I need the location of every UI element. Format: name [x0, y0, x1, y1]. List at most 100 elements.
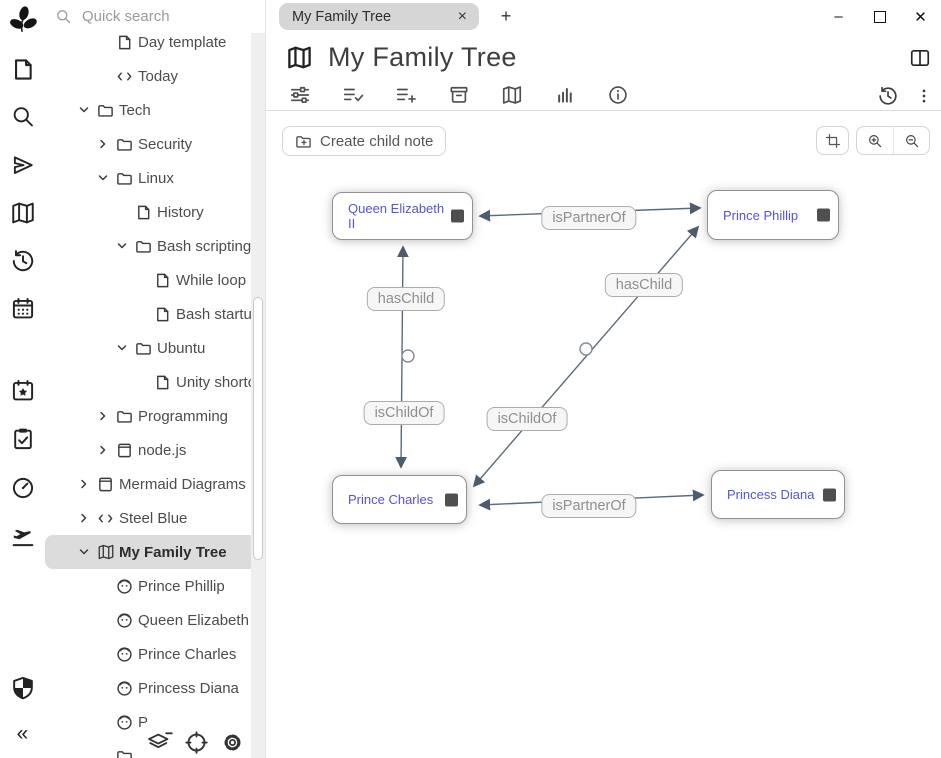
sidebar-item-tech[interactable]: Tech [45, 93, 251, 127]
basic-properties-icon[interactable] [342, 84, 364, 106]
sidebar-item-nodejs[interactable]: node.js [45, 433, 251, 467]
folder-icon [116, 170, 138, 187]
relation-map-icon[interactable] [501, 84, 523, 106]
sidebar-item-prince-charles[interactable]: Prince Charles [45, 637, 251, 671]
relation-map-edges [395, 202, 705, 511]
book-icon [97, 476, 119, 493]
map-node-prince-phillip[interactable]: Prince Phillip [707, 190, 839, 240]
travel-icon[interactable] [10, 523, 36, 549]
node-resize-handle[interactable] [823, 488, 836, 501]
relation-label[interactable]: isChildOf [363, 401, 445, 425]
chevron-right-icon[interactable] [78, 512, 97, 524]
close-button[interactable]: ✕ [914, 8, 927, 26]
map-icon [286, 44, 313, 71]
sidebar-item-princess-diana[interactable]: Princess Diana [45, 671, 251, 705]
relation-label[interactable]: isPartnerOf [541, 206, 637, 230]
jump-to-note-icon[interactable] [10, 153, 35, 178]
node-resize-handle[interactable] [451, 209, 464, 223]
ribbon-tabs [266, 80, 941, 111]
new-note-icon[interactable] [10, 57, 35, 82]
edge-midpoint[interactable] [579, 342, 593, 356]
search-icon[interactable] [10, 104, 35, 129]
more-menu-icon[interactable] [915, 87, 933, 105]
sidebar-item-while-loop[interactable]: While loop [45, 263, 251, 297]
sidebar-item-unity-shortcuts[interactable]: Unity shortc [45, 365, 251, 399]
tasks-icon[interactable] [10, 426, 36, 452]
tune-options-icon[interactable] [289, 84, 311, 106]
sidebar-item-security[interactable]: Security [45, 127, 251, 161]
open-map-icon[interactable] [10, 200, 36, 226]
tab-close-icon[interactable]: × [457, 7, 467, 25]
tab-my-family-tree[interactable]: My Family Tree × [279, 3, 479, 30]
collapse-sidebar-icon[interactable]: « [16, 722, 29, 745]
quick-search-input[interactable] [80, 7, 230, 26]
sidebar-item-queen-elizabeth[interactable]: Queen Elizabeth [45, 603, 251, 637]
note-info-icon[interactable] [554, 84, 576, 106]
protected-session-icon[interactable] [10, 675, 36, 701]
zoom-in-button[interactable] [856, 126, 893, 155]
sidebar-item-prince-phillip[interactable]: Prince Phillip [45, 569, 251, 603]
sidebar-item-day-template[interactable]: Day template [45, 25, 251, 59]
launcher-bar: « [0, 0, 45, 758]
maximize-button[interactable] [859, 0, 900, 33]
map-node-princess-diana[interactable]: Princess Diana [711, 470, 845, 519]
tree-scrollbar[interactable] [251, 33, 265, 758]
collapse-subtree-icon[interactable] [146, 730, 173, 755]
sidebar-item-steel-blue[interactable]: Steel Blue [45, 501, 251, 535]
create-child-note-button[interactable]: Create child note [282, 126, 447, 156]
sidebar-item-bash-scripting[interactable]: Bash scripting [45, 229, 251, 263]
folder-icon [116, 748, 138, 758]
tree-settings-icon[interactable] [220, 730, 245, 755]
zoom-controls [856, 126, 930, 155]
split-pane-icon[interactable] [909, 47, 931, 69]
reset-pan-zoom-button[interactable] [816, 126, 849, 155]
map-node-prince-charles[interactable]: Prince Charles [332, 475, 467, 524]
book-properties-icon[interactable] [448, 84, 470, 106]
sidebar-item-ubuntu[interactable]: Ubuntu [45, 331, 251, 365]
sidebar-item-history[interactable]: History [45, 195, 251, 229]
info-icon[interactable] [607, 84, 629, 106]
chevron-down-icon[interactable] [116, 342, 135, 354]
dashboard-icon[interactable] [10, 475, 36, 501]
chevron-down-icon[interactable] [116, 240, 135, 252]
main-panel: My Family Tree × + – ✕ My Family Tree Cr… [265, 0, 941, 758]
new-tab-button[interactable]: + [500, 6, 512, 26]
zoom-out-button[interactable] [893, 126, 930, 155]
relation-label[interactable]: isPartnerOf [541, 494, 637, 518]
sidebar-item-programming[interactable]: Programming [45, 399, 251, 433]
note-header: My Family Tree [286, 38, 517, 76]
person-icon [116, 714, 138, 731]
chevron-right-icon[interactable] [97, 444, 116, 456]
sidebar-item-today[interactable]: Today [45, 59, 251, 93]
owned-attributes-icon[interactable] [395, 84, 417, 106]
tree-scrollbar-thumb[interactable] [253, 297, 263, 560]
recent-changes-icon[interactable] [10, 248, 36, 274]
chevron-right-icon[interactable] [97, 410, 116, 422]
note-icon [135, 204, 157, 221]
chevron-right-icon[interactable] [78, 478, 97, 490]
relation-label[interactable]: isChildOf [486, 407, 568, 431]
sidebar-item-truncated[interactable]: P [45, 705, 251, 739]
sidebar-item-mermaid-diagrams[interactable]: Mermaid Diagrams [45, 467, 251, 501]
bookmark-day-icon[interactable] [10, 378, 36, 404]
trilium-logo-icon[interactable] [7, 5, 38, 36]
scroll-to-active-note-icon[interactable] [184, 730, 209, 755]
chevron-down-icon[interactable] [78, 104, 97, 116]
calendar-icon[interactable] [10, 296, 36, 322]
minimize-button[interactable]: – [834, 8, 843, 25]
chevron-down-icon[interactable] [78, 546, 97, 558]
relation-label[interactable]: hasChild [604, 273, 684, 297]
sidebar-item-bash-startup[interactable]: Bash startu [45, 297, 251, 331]
chevron-right-icon[interactable] [97, 138, 116, 150]
chevron-down-icon[interactable] [97, 172, 116, 184]
edge-midpoint[interactable] [401, 349, 415, 363]
node-resize-handle[interactable] [445, 493, 458, 506]
map-node-queen-elizabeth-ii[interactable]: Queen Elizabeth II [332, 192, 473, 240]
node-resize-handle[interactable] [817, 208, 830, 222]
note-revisions-icon[interactable] [877, 85, 899, 107]
relation-label[interactable]: hasChild [366, 287, 446, 311]
sidebar-item-linux[interactable]: Linux [45, 161, 251, 195]
map-icon [97, 543, 119, 561]
sidebar-item-my-family-tree[interactable]: My Family Tree [45, 535, 251, 569]
code-icon [116, 68, 138, 85]
